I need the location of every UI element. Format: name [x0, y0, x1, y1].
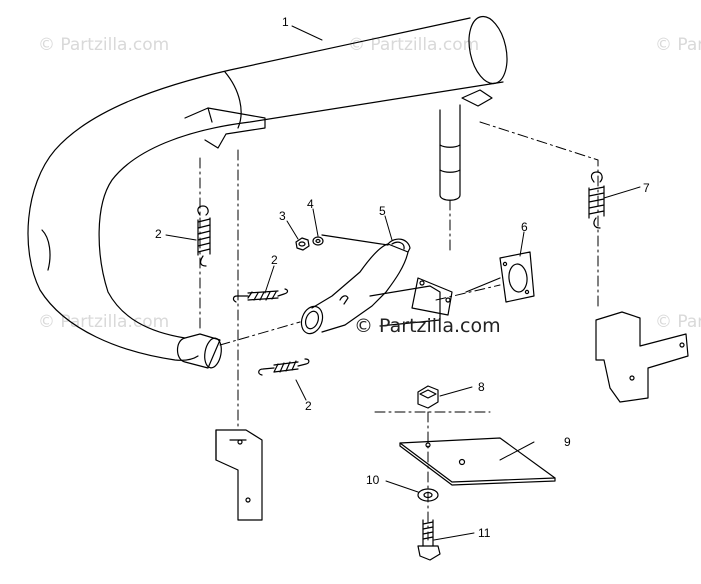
spring-left-vertical	[197, 205, 211, 267]
alignment-lines	[199, 121, 599, 541]
expansion-chamber-muffler	[27, 15, 508, 369]
watermarks: © Partzilla.com © Partzilla.com © Partzi…	[38, 35, 701, 332]
bolt-part-11	[417, 519, 441, 561]
callout-1: 1	[282, 15, 289, 29]
nut-part-3	[295, 237, 310, 251]
watermark-center: © Partzilla.com	[354, 315, 501, 337]
y-pipe-manifold	[300, 234, 453, 335]
callout-10: 10	[366, 473, 380, 487]
callout-11: 11	[478, 526, 491, 540]
leader-lines	[165, 25, 641, 541]
bracket-right	[595, 311, 689, 403]
callout-2b: 2	[271, 253, 278, 267]
callout-2a: 2	[155, 227, 162, 241]
callout-9: 9	[564, 435, 571, 449]
watermark-mid-right: © Partzilla.com	[655, 312, 701, 332]
callout-5: 5	[379, 204, 386, 218]
washer-part-10	[417, 488, 439, 502]
spring-right	[588, 171, 605, 229]
watermark-top-center: © Partzilla.com	[348, 35, 479, 55]
watermark-top-left: © Partzilla.com	[38, 35, 169, 55]
callout-2c: 2	[305, 399, 312, 413]
callout-8: 8	[478, 380, 485, 394]
spring-lower	[258, 358, 310, 376]
callout-3: 3	[279, 209, 286, 223]
callout-6: 6	[521, 220, 528, 234]
watermark-top-right: © Partzilla.com	[655, 35, 701, 55]
callout-7: 7	[643, 181, 650, 195]
nut-part-8	[417, 385, 439, 409]
bracket-left	[215, 429, 263, 521]
mounting-plate	[399, 437, 556, 486]
watermark-mid-left: © Partzilla.com	[38, 312, 169, 332]
gasket-part-6	[465, 251, 535, 303]
callout-4: 4	[307, 197, 314, 211]
washer-part-4	[312, 236, 324, 246]
callouts: 1 2 2 2 3 4 5 6 7 8 9 10 11	[155, 15, 650, 540]
spring-middle	[232, 288, 289, 303]
